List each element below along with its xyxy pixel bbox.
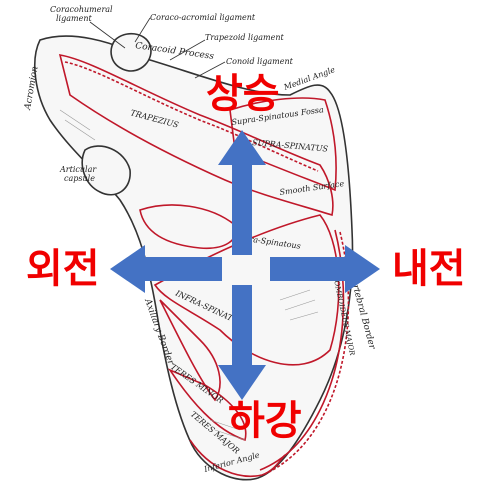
label-conoid: Conoid ligament bbox=[226, 57, 294, 66]
label-adduction: 내전 bbox=[392, 246, 466, 292]
label-coraco-acromial: Coraco-acromial ligament bbox=[150, 13, 256, 22]
label-coracohumeral: Coracohumeral bbox=[50, 5, 113, 14]
label-abduction: 외전 bbox=[26, 246, 100, 292]
direction-arrows bbox=[110, 130, 380, 400]
label-depression: 하강 bbox=[228, 398, 302, 444]
arrow-down bbox=[218, 285, 266, 400]
label-coracohumeral-ligament: ligament bbox=[56, 14, 92, 23]
arrow-right bbox=[270, 245, 380, 293]
label-articular: Articular bbox=[59, 165, 97, 174]
label-capsule: capsule bbox=[64, 174, 95, 183]
leader-lines bbox=[89, 17, 226, 79]
arrow-up bbox=[218, 130, 266, 255]
label-elevation: 상승 bbox=[206, 71, 280, 117]
label-trapezoid: Trapezoid ligament bbox=[205, 33, 285, 42]
bone-shading bbox=[59, 109, 319, 441]
arrow-left bbox=[110, 245, 222, 293]
